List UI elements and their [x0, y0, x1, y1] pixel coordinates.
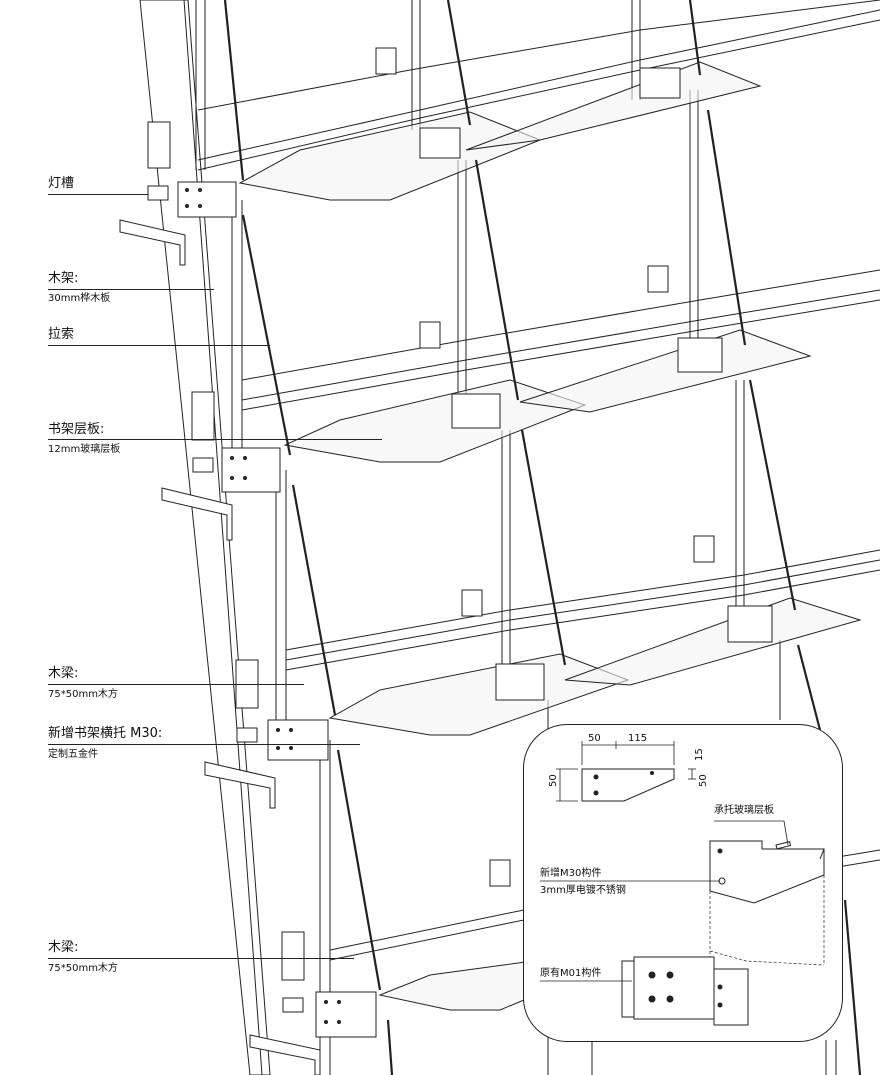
callout-light-slot-title: 灯槽 [48, 176, 75, 191]
dimension-top-a: 50 [588, 733, 601, 744]
callout-new-bracket-detail: 定制五金件 [48, 749, 98, 760]
side-panel-front-edge [183, 0, 263, 1075]
inset-leaders [540, 820, 789, 982]
callout-wood-beam-2-title: 木梁: [48, 940, 79, 955]
bracket-detail-inset: 50 115 50 15 50 [523, 724, 843, 1042]
callout-light-slot-leader [48, 194, 148, 195]
inset-new-part-spec: 3mm厚电镀不锈钢 [540, 885, 626, 896]
callout-shelf-board-title: 书架层板: [48, 422, 105, 437]
callout-wood-beam-1-title: 木梁: [48, 666, 79, 681]
callout-wood-frame-leader [48, 289, 214, 290]
inset-glass-support-label: 承托玻璃层板 [714, 805, 774, 816]
callout-wood-frame-title: 木架: [48, 271, 79, 286]
callout-wood-frame-detail: 30mm桦木板 [48, 293, 111, 304]
callout-shelf-board-leader [48, 439, 382, 440]
callout-shelf-board-detail: 12mm玻璃层板 [48, 444, 121, 455]
dimension-top-b: 115 [628, 733, 647, 744]
dimension-right-15: 15 [694, 748, 705, 761]
dimension-left: 50 [548, 774, 559, 787]
light-slot-fixtures [147, 121, 305, 1013]
tension-cables [223, 0, 862, 1075]
hidden-lines [709, 875, 825, 1015]
panel-foot-brackets [119, 219, 321, 1075]
bracket-side-view [581, 768, 675, 802]
callout-wood-beam-2-detail: 75*50mm木方 [48, 963, 118, 974]
inset-new-part-label: 新增M30构件 [540, 868, 602, 879]
callout-wood-beam-1-detail: 75*50mm木方 [48, 689, 118, 700]
callout-tension-cable-title: 拉索 [48, 327, 75, 342]
callout-wood-beam-1-leader [48, 684, 304, 685]
dimension-right-50: 50 [698, 774, 709, 787]
callout-tension-cable-leader [48, 345, 270, 346]
callout-new-bracket-title: 新增书架横托 M30: [48, 726, 163, 741]
bracket-bolts [185, 188, 341, 1024]
brackets [177, 47, 773, 1038]
existing-m01-part-3d [621, 956, 749, 1026]
new-m30-bracket-3d [709, 840, 825, 904]
callout-wood-beam-2-leader [48, 958, 354, 959]
glass-shelves [238, 61, 862, 1011]
callout-new-bracket-leader [48, 744, 360, 745]
dimension-lines [556, 741, 696, 802]
inset-existing-part-label: 原有M01构件 [540, 968, 602, 979]
bracket-detail-drawing: 50 115 50 15 50 [540, 733, 825, 1026]
side-panel-left [139, 0, 271, 1075]
